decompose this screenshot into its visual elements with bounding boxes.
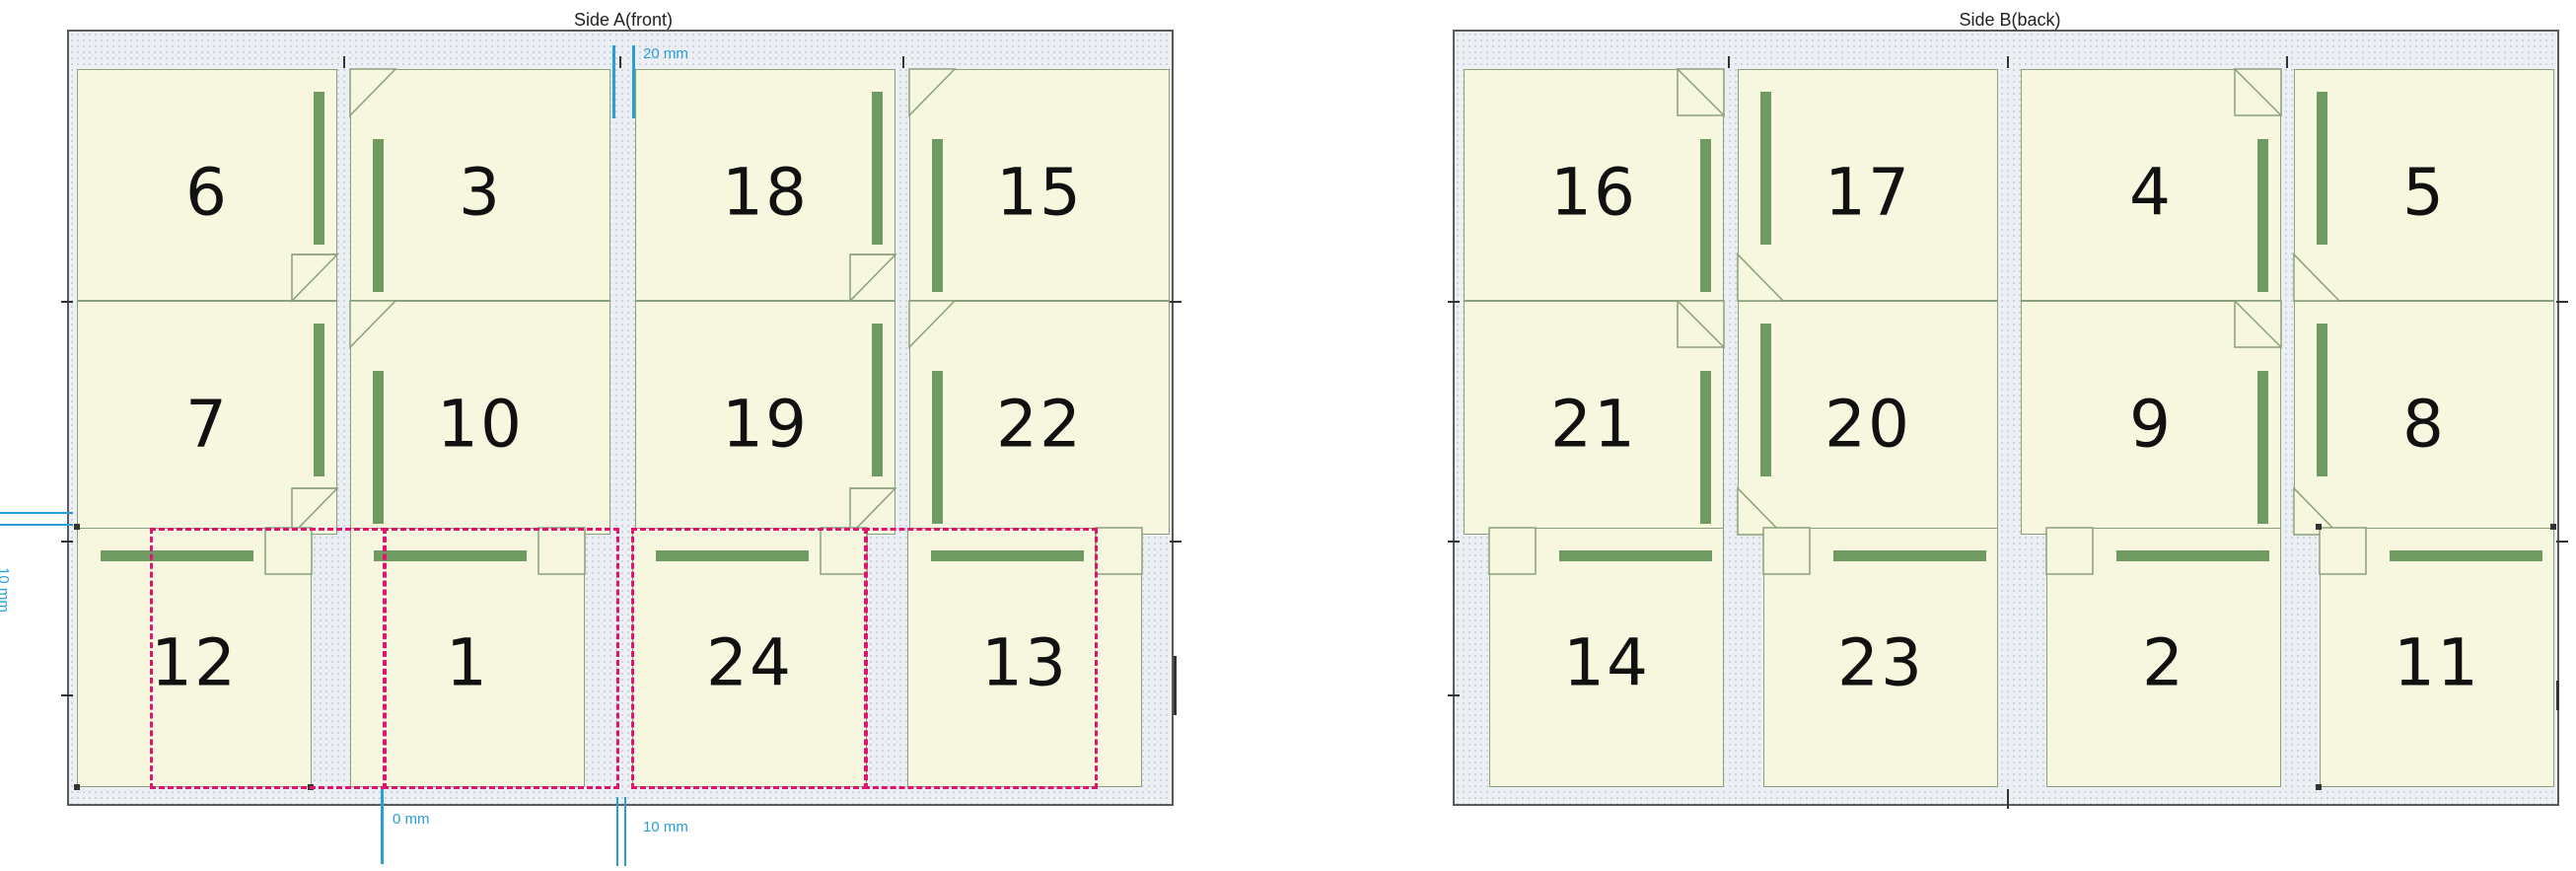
crop-mark (61, 301, 73, 303)
crop-mark (2556, 301, 2568, 303)
page-number: 2 (2142, 624, 2185, 701)
page-number: 3 (459, 154, 502, 231)
spine-mark (932, 371, 943, 524)
spine-mark (2257, 371, 2268, 524)
spine-mark (2317, 92, 2327, 245)
dimension-label: 20 mm (643, 45, 688, 62)
spine-mark (2257, 139, 2268, 292)
spine-mark (872, 92, 883, 245)
spine-mark (1700, 371, 1711, 524)
page-number: 1 (446, 624, 489, 701)
page-number: 8 (2402, 386, 2446, 463)
crop-mark (74, 784, 80, 790)
spine-mark (373, 371, 384, 524)
crop-mark (2007, 56, 2009, 68)
page-number: 24 (706, 624, 793, 701)
bleed-dimension-line (381, 789, 384, 864)
page-number: 11 (2394, 624, 2480, 701)
spine-mark (101, 550, 253, 561)
crop-mark (74, 524, 80, 530)
page-number: 5 (2402, 154, 2446, 231)
page-number: 20 (1825, 386, 1911, 463)
crop-mark (1448, 541, 1460, 543)
crop-mark (2556, 541, 2568, 543)
cut-outline[interactable] (150, 528, 387, 789)
spine-mark (2317, 324, 2327, 476)
crop-mark (2316, 784, 2322, 790)
dimension-label: 0 mm (393, 811, 430, 828)
page-number: 17 (1825, 154, 1911, 231)
page-number: 12 (151, 624, 238, 701)
crop-mark (61, 694, 73, 696)
page-number: 7 (185, 386, 229, 463)
page-number: 10 (437, 386, 524, 463)
crop-mark (61, 541, 73, 543)
spine-mark (931, 550, 1084, 561)
crop-mark (2007, 789, 2009, 809)
crop-mark (2550, 524, 2556, 530)
crop-mark (2286, 56, 2288, 68)
spine-mark (314, 92, 324, 245)
cut-outline[interactable] (864, 528, 1098, 789)
crop-mark (1170, 541, 1181, 543)
dimension-label: 10 mm (0, 567, 12, 613)
gutter-dimension-line (612, 45, 615, 118)
crop-mark (1174, 656, 1177, 715)
spine-mark (374, 550, 527, 561)
page-number: 16 (1550, 154, 1637, 231)
margin-dimension-line (0, 524, 73, 526)
crop-mark (1448, 301, 1460, 303)
page-number: 9 (2129, 386, 2173, 463)
page-number: 14 (1563, 624, 1650, 701)
page-number: 19 (722, 386, 809, 463)
page-number: 6 (185, 154, 229, 231)
spine-mark (2390, 550, 2542, 561)
page-number: 15 (996, 154, 1083, 231)
crop-mark (343, 56, 345, 68)
margin-dimension-line (0, 512, 73, 514)
page-back-11[interactable] (2320, 528, 2554, 787)
gutter-dimension-line (632, 45, 635, 118)
crop-mark (1448, 694, 1460, 696)
crop-mark (619, 56, 621, 68)
spine-mark (872, 324, 883, 476)
cut-outline[interactable] (383, 528, 619, 789)
crop-mark (2556, 681, 2559, 710)
spine-mark (1559, 550, 1712, 561)
crop-mark (1728, 56, 1730, 68)
spine-mark (373, 139, 384, 292)
spine-mark (2116, 550, 2269, 561)
spine-mark (1760, 324, 1771, 476)
spine-mark (1833, 550, 1986, 561)
spine-mark (656, 550, 809, 561)
page-number: 21 (1550, 386, 1637, 463)
page-number: 13 (981, 624, 1068, 701)
sheet-title-side-a: Side A(front) (573, 10, 674, 30)
gutter-dimension-line (624, 797, 626, 866)
sheet-title-side-b: Side B(back) (1959, 10, 2061, 30)
cut-outline[interactable] (631, 528, 868, 789)
spine-mark (1760, 92, 1771, 245)
spine-mark (932, 139, 943, 292)
page-number: 18 (722, 154, 809, 231)
page-number: 22 (996, 386, 1083, 463)
page-number: 4 (2129, 154, 2173, 231)
crop-mark (1170, 301, 1181, 303)
spine-mark (1700, 139, 1711, 292)
crop-mark (902, 56, 904, 68)
page-number: 23 (1837, 624, 1924, 701)
gutter-dimension-line (616, 797, 618, 866)
crop-mark (2316, 524, 2322, 530)
dimension-label: 10 mm (643, 819, 688, 835)
spine-mark (314, 324, 324, 476)
